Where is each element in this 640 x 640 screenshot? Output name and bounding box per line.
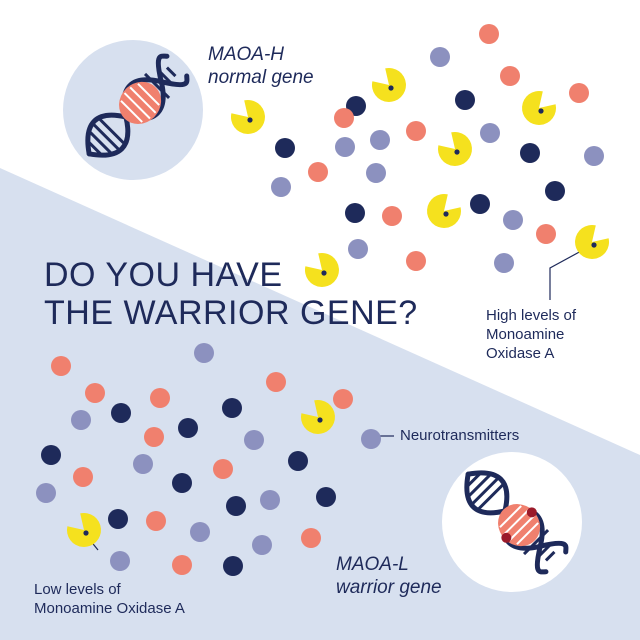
neurotransmitters-label: Neurotransmitters	[400, 427, 520, 444]
neurotransmitter-dot-icon	[260, 490, 280, 510]
neurotransmitter-dot-icon	[569, 83, 589, 103]
neurotransmitter-dot-icon	[334, 108, 354, 128]
top-dna-badge	[63, 40, 203, 180]
enzyme-pacman-icon	[304, 252, 339, 287]
high-level-label: High levels of Monoamine Oxidase A	[486, 306, 576, 363]
high-level-line-2: Monoamine	[486, 326, 565, 343]
neurotransmitter-dot-icon	[361, 429, 381, 449]
neurotransmitter-dot-icon	[494, 253, 514, 273]
enzyme-pacman-icon	[427, 193, 462, 228]
neurotransmitter-dot-icon	[406, 121, 426, 141]
neurotransmitter-dot-icon	[455, 90, 475, 110]
neurotransmitter-dot-icon	[333, 389, 353, 409]
high-level-line-1: High levels of	[486, 307, 577, 324]
enzyme-pacman-icon	[437, 131, 472, 166]
neurotransmitter-dot-icon	[51, 356, 71, 376]
neurotransmitter-dot-icon	[520, 143, 540, 163]
low-level-label: Low levels of Monoamine Oxidase A	[34, 580, 185, 618]
enzyme-eye	[247, 117, 253, 123]
enzyme-pacman-icon	[300, 399, 335, 434]
neurotransmitter-dot-icon	[41, 445, 61, 465]
enzyme-pacman-icon	[371, 67, 406, 102]
dna-icon-mutated	[464, 470, 569, 575]
neurotransmitter-dot-icon	[108, 509, 128, 529]
neurotransmitter-dot-icon	[172, 555, 192, 575]
enzyme-eye	[591, 242, 597, 248]
neurotransmitter-dot-icon	[190, 522, 210, 542]
neurotransmitter-dot-icon	[366, 163, 386, 183]
bottom-gene-name: MAOA-L	[336, 554, 409, 575]
neurotransmitter-dot-icon	[503, 210, 523, 230]
neurotransmitter-dot-icon	[223, 556, 243, 576]
headline-line-1: DO YOU HAVE	[44, 256, 283, 294]
neurotransmitter-dot-icon	[545, 181, 565, 201]
neurotransmitter-dot-icon	[470, 194, 490, 214]
top-gene-name: MAOA-H	[208, 44, 284, 65]
neurotransmitter-dot-icon	[252, 535, 272, 555]
neurotransmitter-dot-icon	[133, 454, 153, 474]
enzyme-eye	[443, 211, 449, 217]
neurotransmitter-dot-icon	[226, 496, 246, 516]
enzyme-pacman-icon	[575, 224, 610, 259]
neurotransmitter-dot-icon	[316, 487, 336, 507]
headline: DO YOU HAVE THE WARRIOR GENE?	[44, 256, 418, 332]
bottom-gene-labels: MAOA-L warrior gene	[336, 553, 442, 599]
enzyme-eye	[454, 149, 460, 155]
neurotransmitter-dot-icon	[36, 483, 56, 503]
neurotransmitter-dot-icon	[288, 451, 308, 471]
neurotransmitter-dot-icon	[382, 206, 402, 226]
enzyme-eye	[538, 108, 544, 114]
neurotransmitter-dot-icon	[178, 418, 198, 438]
neurotransmitter-dot-icon	[275, 138, 295, 158]
neurotransmitter-dot-icon	[266, 372, 286, 392]
neurotransmitter-dot-icon	[500, 66, 520, 86]
bottom-dna-badge	[442, 452, 582, 592]
neurotransmitter-dot-icon	[584, 146, 604, 166]
neurotransmitter-dot-icon	[222, 398, 242, 418]
enzyme-eye	[83, 530, 89, 536]
neurotransmitter-dot-icon	[111, 403, 131, 423]
enzyme-eye	[317, 417, 323, 423]
neurotransmitter-dot-icon	[144, 427, 164, 447]
neurotransmitter-dot-icon	[271, 177, 291, 197]
neurotransmitter-dot-icon	[348, 239, 368, 259]
dna-icon	[85, 53, 190, 158]
neurotransmitter-dot-icon	[73, 467, 93, 487]
neurotransmitter-dot-icon	[335, 137, 355, 157]
enzyme-eye	[321, 270, 327, 276]
neurotransmitter-dot-icon	[301, 528, 321, 548]
neurotransmitter-dot-icon	[536, 224, 556, 244]
top-gene-labels: MAOA-H normal gene	[208, 43, 314, 89]
neurotransmitter-dot-icon	[370, 130, 390, 150]
neurotransmitter-dot-icon	[308, 162, 328, 182]
high-level-line-3: Oxidase A	[486, 345, 555, 362]
enzyme-pacman-icon	[66, 512, 101, 547]
neurotransmitter-dot-icon	[479, 24, 499, 44]
neurotransmitter-dot-icon	[345, 203, 365, 223]
neurotransmitter-dot-icon	[150, 388, 170, 408]
neurotransmitter-dot-icon	[85, 383, 105, 403]
headline-line-2: THE WARRIOR GENE?	[44, 294, 418, 332]
neurotransmitter-dot-icon	[194, 343, 214, 363]
low-level-line-1: Low levels of	[34, 581, 121, 598]
neurotransmitter-dot-icon	[146, 511, 166, 531]
top-gene-description: normal gene	[208, 67, 314, 88]
neurotransmitter-dot-icon	[480, 123, 500, 143]
high-level-leader	[549, 249, 584, 300]
low-level-line-2: Monoamine Oxidase A	[34, 600, 185, 617]
enzyme-pacman-icon	[522, 90, 557, 125]
neurotransmitter-dot-icon	[406, 251, 426, 271]
neurotransmitter-dot-icon	[110, 551, 130, 571]
enzyme-eye	[388, 85, 394, 91]
bottom-gene-description: warrior gene	[336, 577, 442, 598]
neurotransmitter-dot-icon	[244, 430, 264, 450]
neurotransmitter-dot-icon	[430, 47, 450, 67]
enzyme-pacman-icon	[230, 99, 265, 134]
neurotransmitter-dot-icon	[71, 410, 91, 430]
particles	[36, 24, 610, 576]
neurotransmitter-dot-icon	[172, 473, 192, 493]
neurotransmitter-dot-icon	[213, 459, 233, 479]
